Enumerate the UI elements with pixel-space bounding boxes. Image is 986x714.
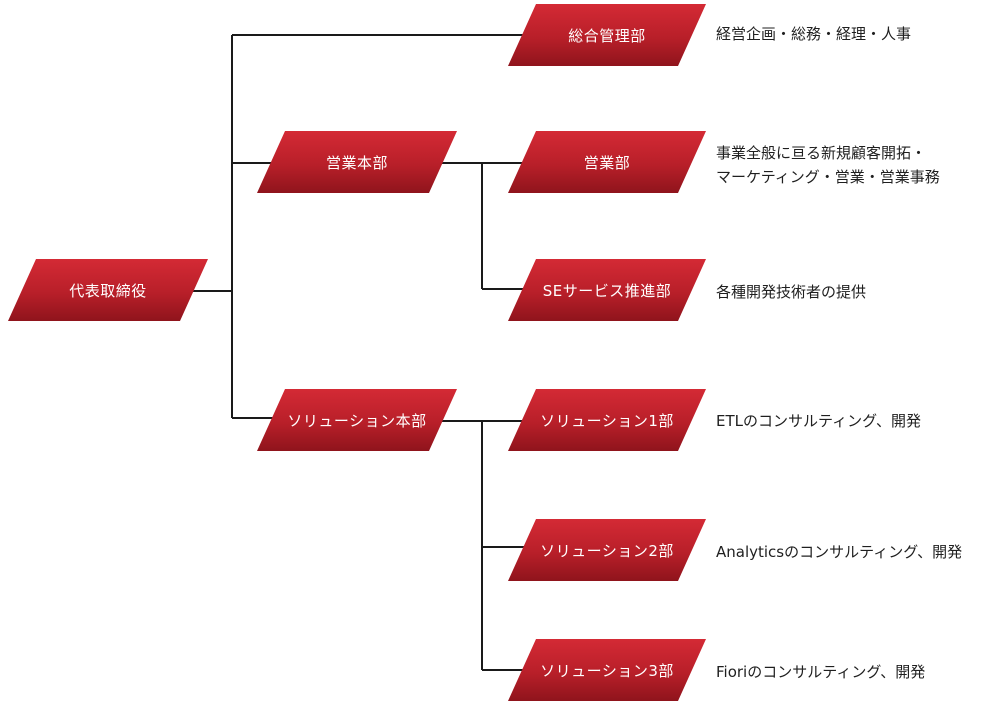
node-sales: 営業部 — [508, 131, 706, 193]
desc-general-admin-line: 経営企画・総務・経理・人事 — [716, 25, 912, 43]
node-solution3-label: ソリューション3部 — [540, 661, 674, 680]
node-se-service-label: SEサービス推進部 — [542, 281, 672, 300]
node-sales-hq-label: 営業本部 — [325, 153, 388, 172]
desc-sales: 事業全般に亘る新規顧客開拓・ マーケティング・営業・営業事務 — [716, 141, 940, 189]
desc-se-service-line: 各種開発技術者の提供 — [716, 283, 867, 301]
node-general-admin: 総合管理部 — [508, 4, 706, 66]
desc-solution3-line: Fioriのコンサルティング、開発 — [716, 663, 926, 681]
desc-se-service: 各種開発技術者の提供 — [716, 280, 866, 304]
node-solution2: ソリューション2部 — [508, 519, 706, 581]
desc-solution1: ETLのコンサルティング、開発 — [716, 409, 921, 433]
desc-solution3: Fioriのコンサルティング、開発 — [716, 660, 925, 684]
desc-sales-line-1: 事業全般に亘る新規顧客開拓・ — [716, 144, 927, 162]
desc-solution2: Analyticsのコンサルティング、開発 — [716, 540, 962, 564]
node-solution1: ソリューション1部 — [508, 389, 706, 451]
node-solution3: ソリューション3部 — [508, 639, 706, 701]
node-general-admin-label: 総合管理部 — [568, 26, 646, 45]
desc-solution2-line: Analyticsのコンサルティング、開発 — [716, 543, 963, 561]
desc-sales-line-2: マーケティング・営業・営業事務 — [716, 168, 940, 186]
node-ceo-label: 代表取締役 — [69, 281, 147, 300]
node-ceo: 代表取締役 — [8, 259, 208, 321]
node-sales-hq: 営業本部 — [257, 131, 457, 193]
node-solution-hq-label: ソリューション本部 — [287, 411, 427, 430]
node-solution-hq: ソリューション本部 — [257, 389, 457, 451]
node-se-service: SEサービス推進部 — [508, 259, 706, 321]
desc-general-admin: 経営企画・総務・経理・人事 — [716, 22, 911, 46]
node-sales-label: 営業部 — [583, 153, 631, 172]
node-solution1-label: ソリューション1部 — [540, 411, 674, 430]
node-solution2-label: ソリューション2部 — [540, 541, 674, 560]
desc-solution1-line: ETLのコンサルティング、開発 — [716, 412, 922, 430]
